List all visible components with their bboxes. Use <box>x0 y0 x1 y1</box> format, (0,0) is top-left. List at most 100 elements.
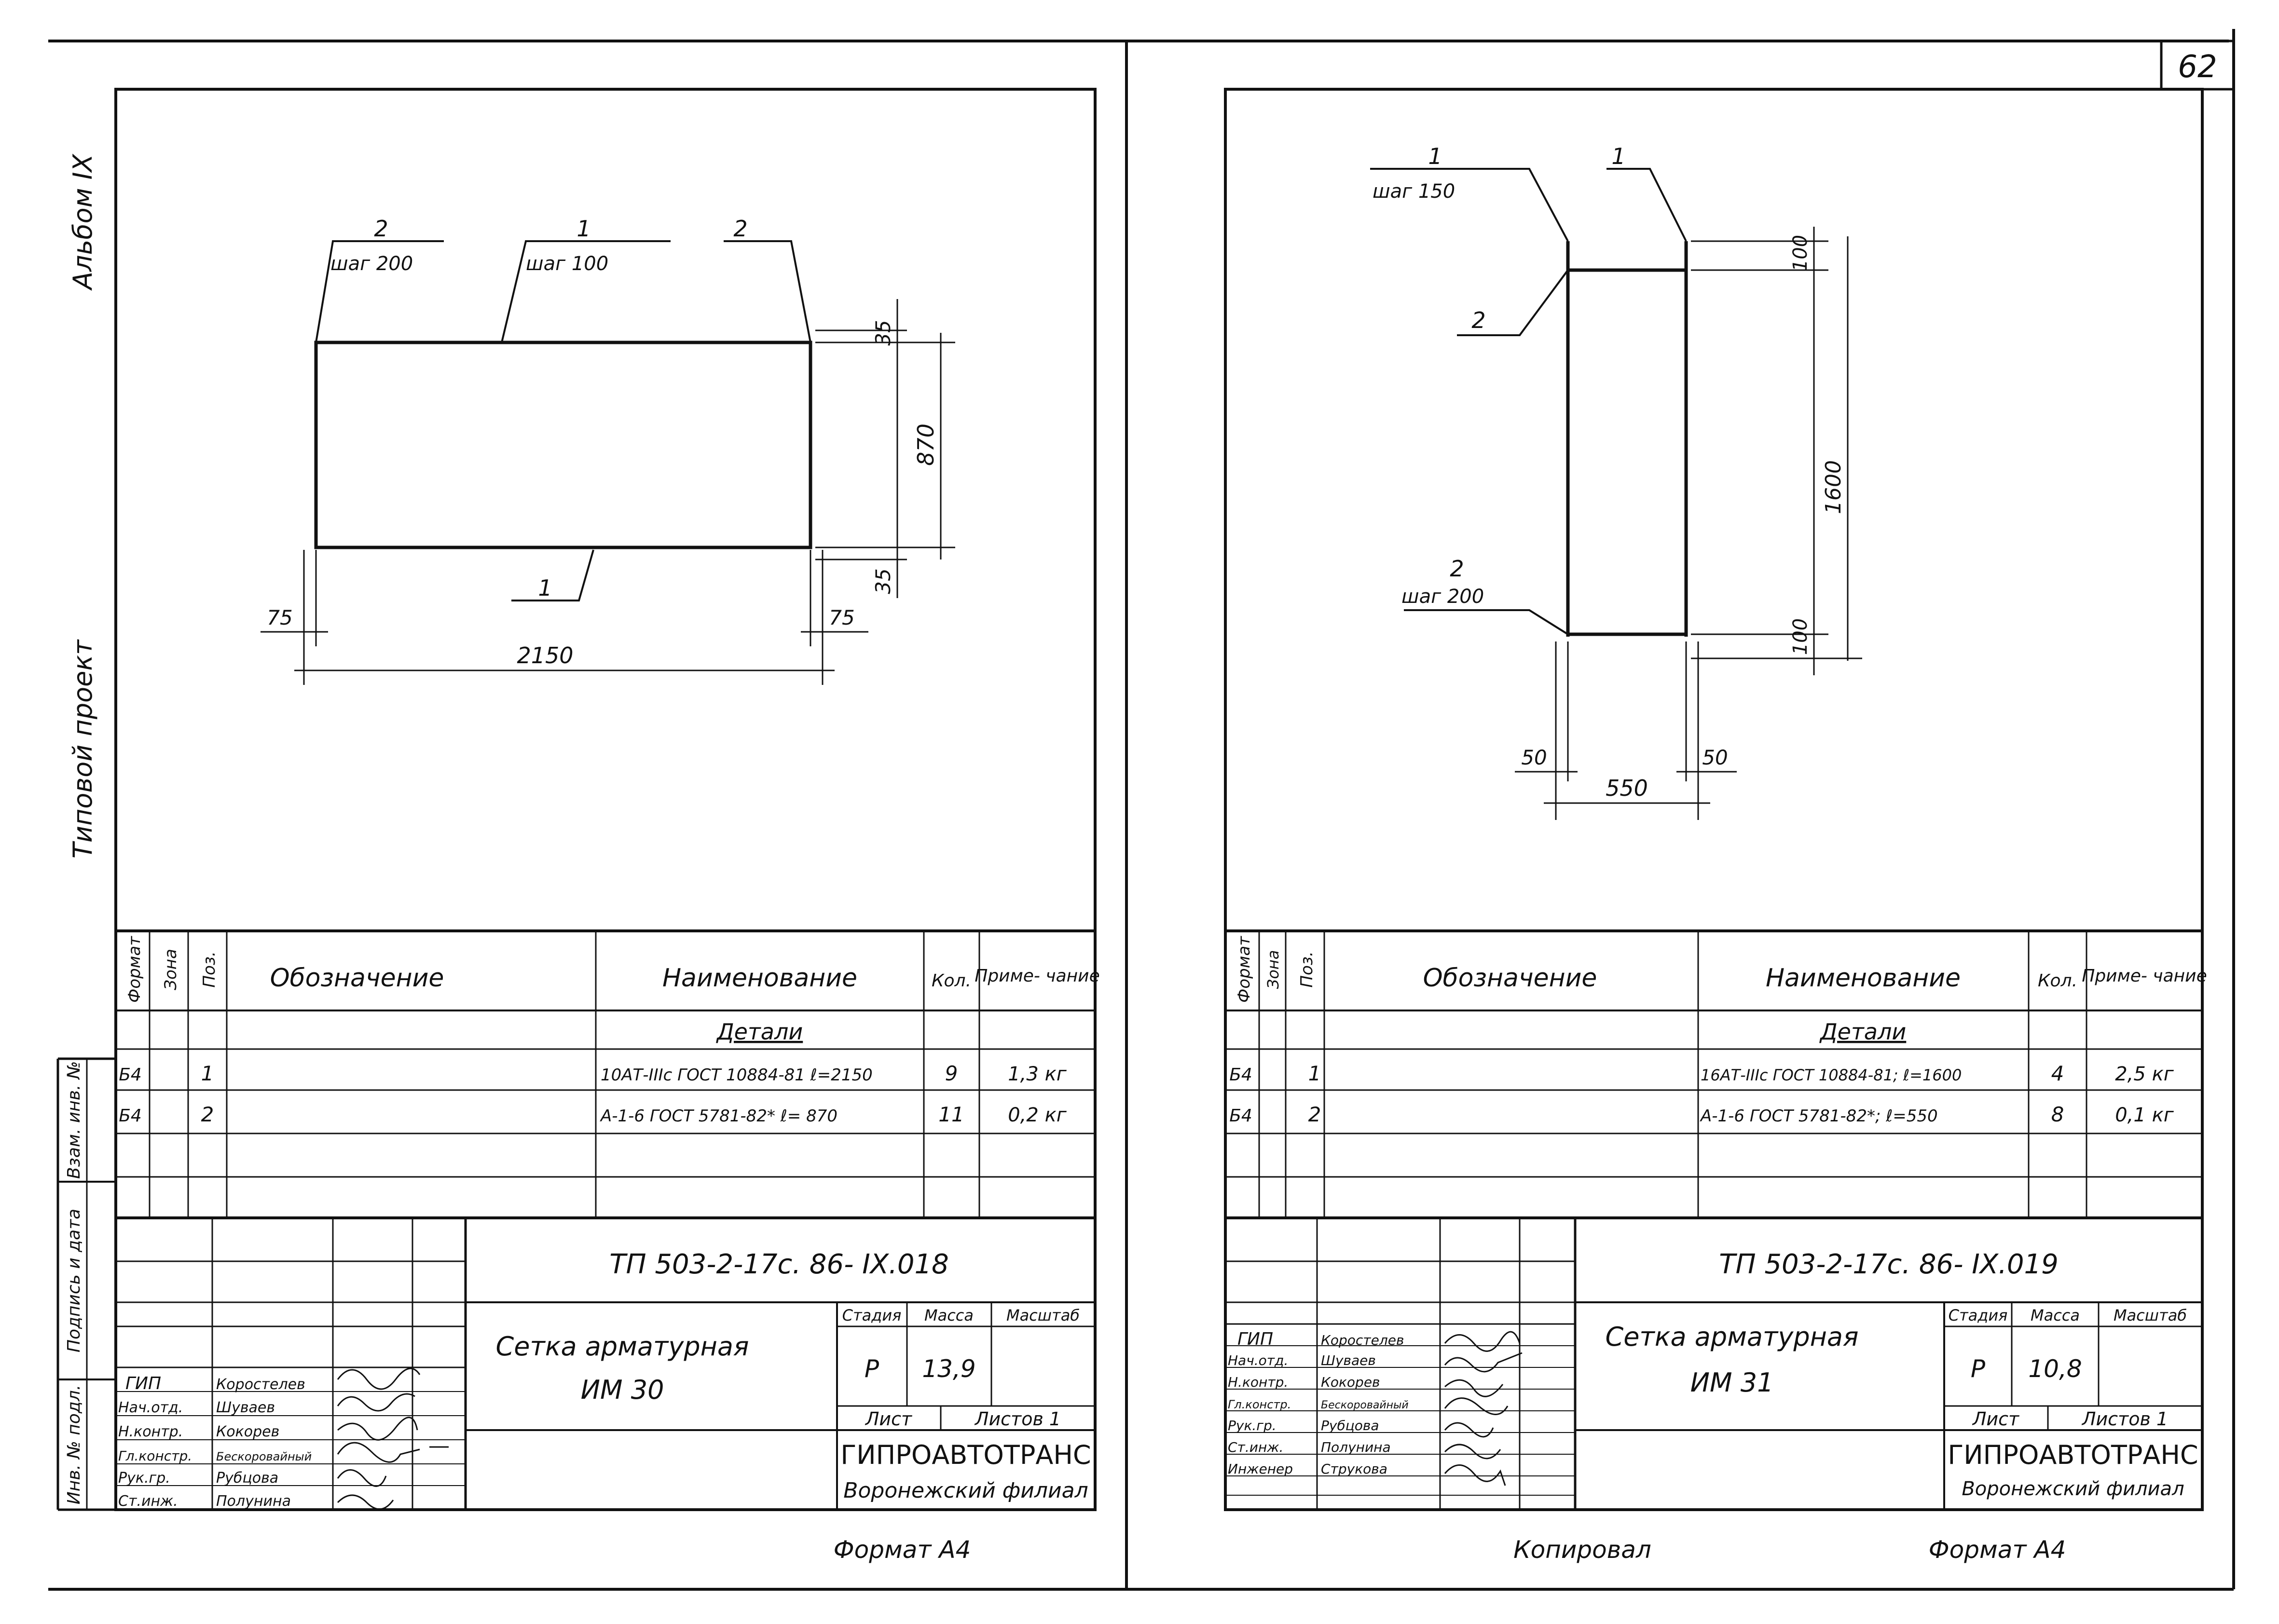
right-leader-1-step: шаг 150 <box>1373 180 1455 203</box>
right-org-branch: Воронежский филиал <box>1962 1478 2184 1500</box>
right-row2-format: Б4 <box>1229 1106 1252 1126</box>
left-leader-1-step: шаг 100 <box>526 253 608 275</box>
left-stamp-strip: Взам. инв. № Подпись и дата Инв. № подл. <box>56 1057 116 1511</box>
right-stage-label: Стадия <box>1949 1306 2008 1324</box>
right-row2-note: 0,1 кг <box>2115 1104 2174 1126</box>
left-leader-2-num: 2 <box>374 216 388 242</box>
right-role-0: ГИП <box>1237 1329 1273 1349</box>
left-row1-format: Б4 <box>119 1065 142 1085</box>
left-role-1: Нач.отд. <box>118 1399 183 1416</box>
project-label: Типовой проект <box>68 639 98 859</box>
right-name-5: Полунина <box>1321 1439 1391 1455</box>
left-leader-2-step: шаг 200 <box>330 253 413 275</box>
right-row2-name: А-1-6 ГОСТ 5781-82*; ℓ=550 <box>1700 1106 1938 1126</box>
left-leader-1b-num: 1 <box>538 575 552 601</box>
right-spec-table: Формат Зона Поз. Обозначение Наименовани… <box>1225 929 2207 1219</box>
right-role-4: Рук.гр. <box>1228 1418 1277 1433</box>
left-h-qty: Кол. <box>932 971 971 991</box>
left-row2-name: А-1-6 ГОСТ 5781-82* ℓ= 870 <box>600 1106 837 1126</box>
right-dim-right: 50 <box>1702 746 1728 769</box>
right-format-label: Формат А4 <box>1929 1536 2066 1564</box>
right-dim-left: 50 <box>1521 746 1547 769</box>
right-title-block: ТП 503-2-17с. 86- IX.019 Сетка арматурна… <box>1225 1218 2202 1510</box>
left-mesh-drawing: 2 шаг 200 1 шаг 100 2 1 35 870 35 75 <box>261 216 955 685</box>
left-h-name: Наименование <box>662 964 857 993</box>
right-leader-1-num: 1 <box>1428 143 1442 169</box>
left-dim-height: 870 <box>913 423 939 466</box>
right-row2-qty: 8 <box>2051 1103 2064 1126</box>
right-h-format: Формат <box>1235 936 1254 1003</box>
left-role-4: Рук.гр. <box>118 1470 170 1487</box>
stamp-inv-podl: Инв. № подл. <box>64 1385 84 1504</box>
right-row1-pos: 1 <box>1308 1062 1321 1085</box>
right-signatures <box>1444 1331 1523 1486</box>
right-name-2: Кокорев <box>1321 1374 1380 1390</box>
right-sheets-label: Листов 1 <box>2081 1408 2168 1430</box>
album-label: Альбом IX <box>68 154 98 291</box>
left-h-format: Формат <box>125 936 144 1003</box>
left-role-3: Гл.констр. <box>118 1448 192 1464</box>
right-stage: Р <box>1971 1355 1986 1383</box>
left-org-branch: Воронежский филиал <box>843 1478 1088 1503</box>
right-mesh-drawing: 1 шаг 150 1 2 2 шаг 200 100 1600 100 50 <box>1370 143 1862 820</box>
right-row1-format: Б4 <box>1229 1065 1252 1085</box>
left-name-0: Коростелев <box>216 1376 305 1393</box>
left-stage-label: Стадия <box>842 1306 902 1324</box>
right-row1-qty: 4 <box>2051 1062 2064 1085</box>
left-title-block: ТП 503-2-17с. 86- IX.018 Сетка арматурна… <box>116 1218 1095 1510</box>
right-scale-label: Масштаб <box>2114 1306 2187 1324</box>
left-role-2: Н.контр. <box>118 1423 183 1440</box>
right-h-note: Приме- чание <box>2082 966 2207 986</box>
left-row2-note: 0,2 кг <box>1008 1104 1067 1126</box>
right-h-designation: Обозначение <box>1423 964 1597 993</box>
right-mass-label: Масса <box>2031 1306 2080 1324</box>
right-name-4: Рубцова <box>1321 1418 1379 1433</box>
right-role-6: Инженер <box>1228 1461 1293 1477</box>
left-dim-left: 75 <box>267 606 292 629</box>
right-dim-height: 1600 <box>1821 460 1846 514</box>
left-row1-pos: 1 <box>201 1062 214 1085</box>
right-sheet: 1 шаг 150 1 2 2 шаг 200 100 1600 100 50 <box>1224 88 2207 1564</box>
left-h-designation: Обозначение <box>270 964 444 993</box>
left-doc-code: ТП 503-2-17с. 86- IX.018 <box>609 1249 949 1280</box>
left-sheet: 2 шаг 200 1 шаг 100 2 1 35 870 35 75 <box>56 88 1100 1564</box>
left-org-name: ГИПРОАВТОТРАНС <box>840 1440 1091 1470</box>
right-leader-1b-num: 1 <box>1611 143 1625 169</box>
right-leader-2b-num: 2 <box>1450 556 1464 582</box>
right-name-0: Коростелев <box>1321 1332 1404 1348</box>
right-role-2: Н.контр. <box>1228 1374 1288 1390</box>
right-section-details: Детали <box>1819 1019 1907 1045</box>
left-dim-width: 2150 <box>517 642 573 669</box>
right-name-1: Шуваев <box>1321 1352 1376 1368</box>
left-sheets-label: Листов 1 <box>974 1408 1061 1430</box>
right-name-3: Бескоровайный <box>1321 1399 1409 1411</box>
right-dim-top: 100 <box>1789 235 1812 272</box>
left-mass-label: Масса <box>924 1306 974 1324</box>
right-sheet-frame <box>1224 88 2204 1511</box>
left-section-details: Детали <box>716 1019 803 1045</box>
stamp-podpis-data: Подпись и дата <box>64 1209 84 1352</box>
right-org-name: ГИПРОАВТОТРАНС <box>1948 1440 2198 1470</box>
right-role-5: Ст.инж. <box>1228 1439 1283 1455</box>
left-sheet-frame <box>114 88 1097 1511</box>
left-h-pos: Поз. <box>200 951 219 987</box>
left-spec-table: Формат Зона Поз. Обозначение Наименовани… <box>116 929 1100 1219</box>
left-format-label: Формат А4 <box>834 1536 971 1564</box>
right-h-zone: Зона <box>1264 950 1282 989</box>
right-copied-label: Копировал <box>1513 1536 1651 1564</box>
right-doc-mark: ИМ 31 <box>1690 1367 1774 1398</box>
left-dim-right: 75 <box>829 606 854 629</box>
right-h-name: Наименование <box>1766 964 1961 993</box>
right-doc-code: ТП 503-2-17с. 86- IX.019 <box>1719 1249 2059 1280</box>
right-row1-name: 16АТ-IIIс ГОСТ 10884-81; ℓ=1600 <box>1701 1066 1962 1084</box>
left-dim-bottom: 35 <box>871 568 895 594</box>
right-name-6: Струкова <box>1321 1461 1387 1477</box>
right-role-1: Нач.отд. <box>1228 1352 1288 1368</box>
left-row2-pos: 2 <box>201 1103 214 1126</box>
right-leader-2b-step: шаг 200 <box>1401 586 1484 608</box>
left-row2-qty: 11 <box>938 1103 964 1126</box>
right-leader-2-num: 2 <box>1471 307 1485 333</box>
left-name-2: Кокорев <box>216 1423 279 1440</box>
right-doc-title: Сетка арматурная <box>1605 1322 1858 1352</box>
left-signatures <box>337 1367 449 1510</box>
